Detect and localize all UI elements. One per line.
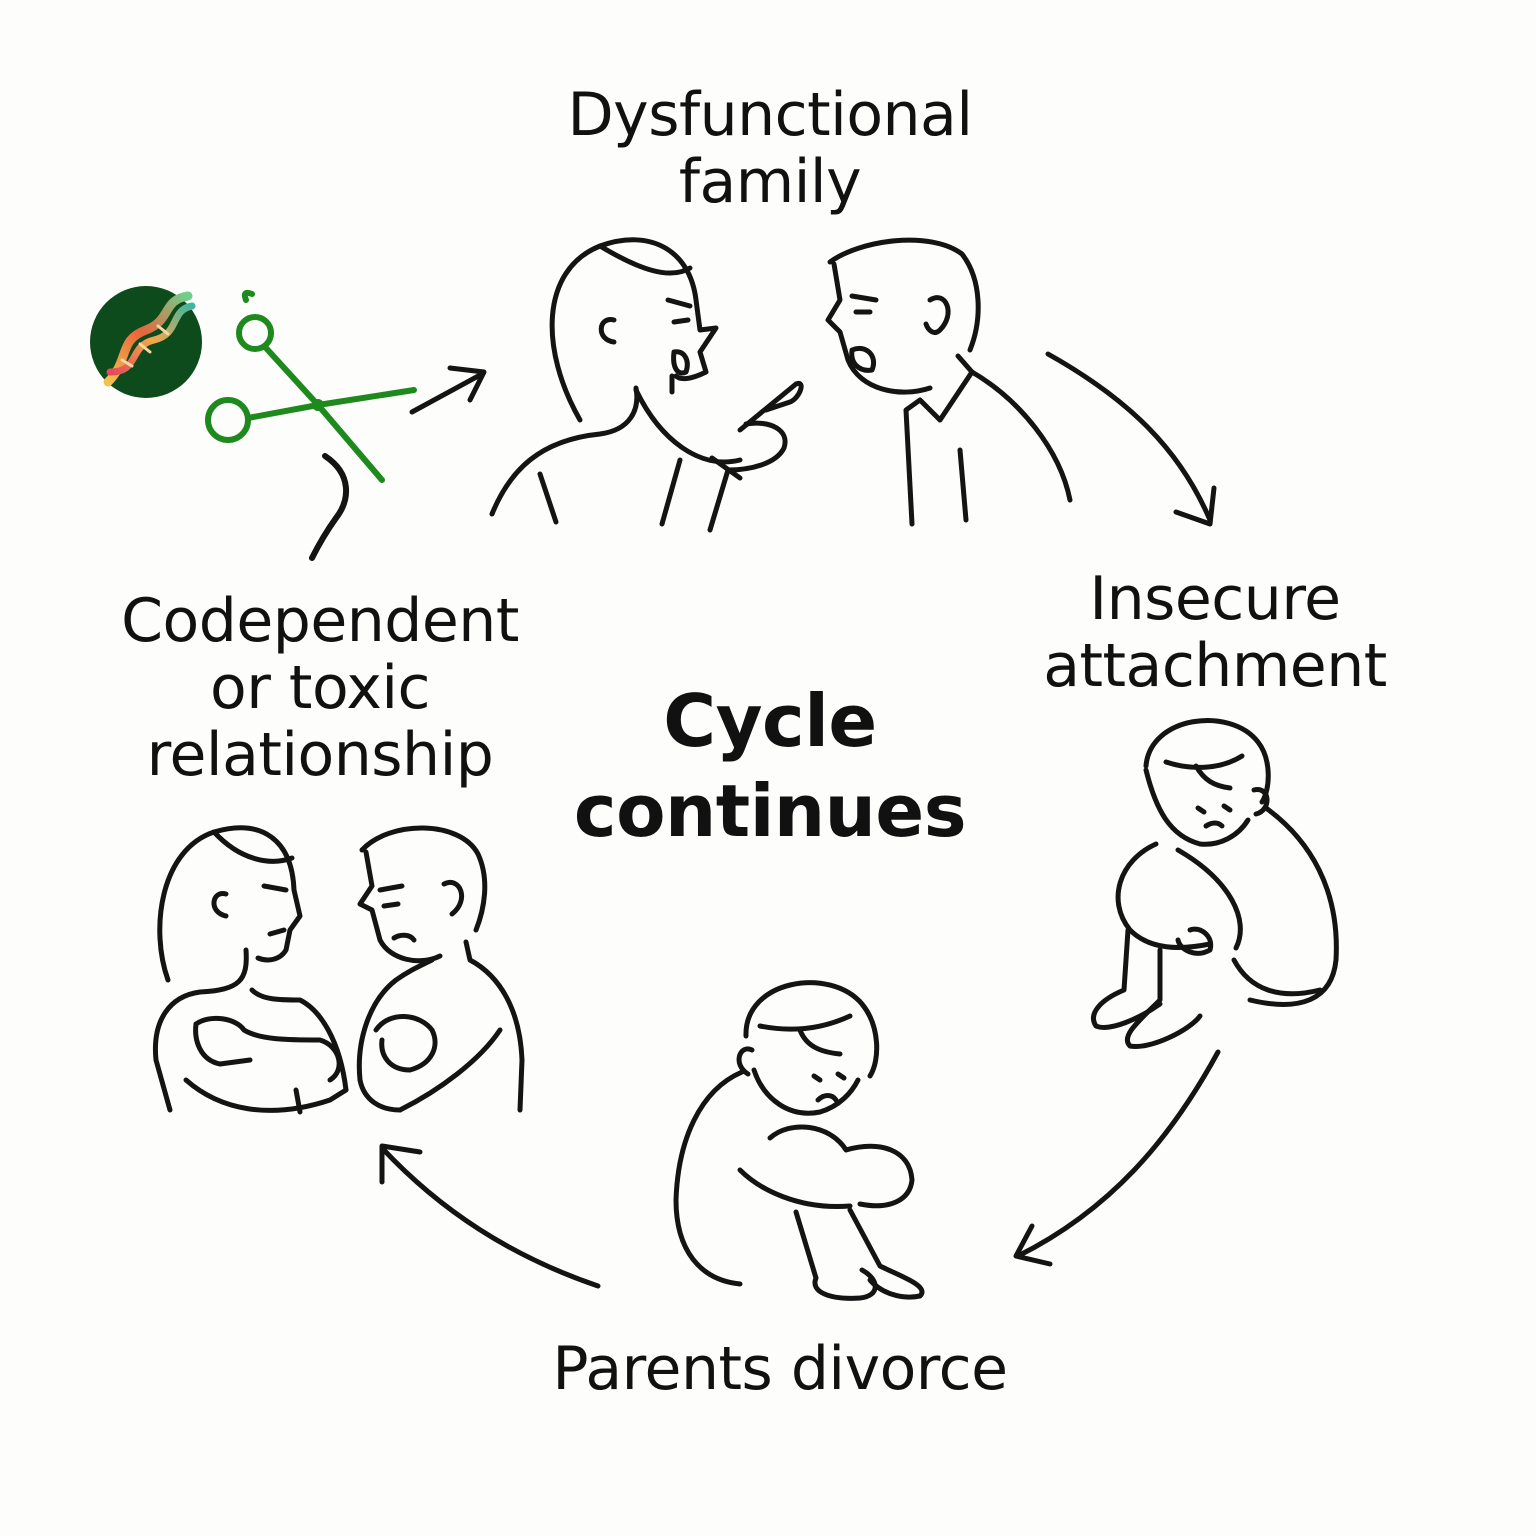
arguing-couple-illustration xyxy=(489,237,1073,533)
stage-label-dysfunctional-family: Dysfunctional family xyxy=(567,80,973,218)
arrow-family-to-insecure xyxy=(1045,351,1217,527)
sad-child-illustration xyxy=(1091,718,1339,1050)
dna-logo-icon xyxy=(90,286,202,398)
scissors-icon xyxy=(205,289,417,483)
codependent-couple-illustration xyxy=(152,825,525,1115)
cut-line xyxy=(309,453,349,561)
arrow-divorce-to-codependent xyxy=(379,1143,601,1289)
stage-label-insecure-attachment: Insecure attachment xyxy=(1043,564,1387,702)
stage-label-parents-divorce: Parents divorce xyxy=(552,1334,1008,1404)
arrow-insecure-to-divorce xyxy=(1013,1049,1221,1267)
center-label-cycle-continues: Cycle continues xyxy=(573,679,967,853)
arrow-codependent-to-family xyxy=(409,365,487,415)
child-divorce-illustration xyxy=(673,980,925,1301)
stage-label-codependent-relationship: Codependent or toxic relationship xyxy=(121,586,519,791)
